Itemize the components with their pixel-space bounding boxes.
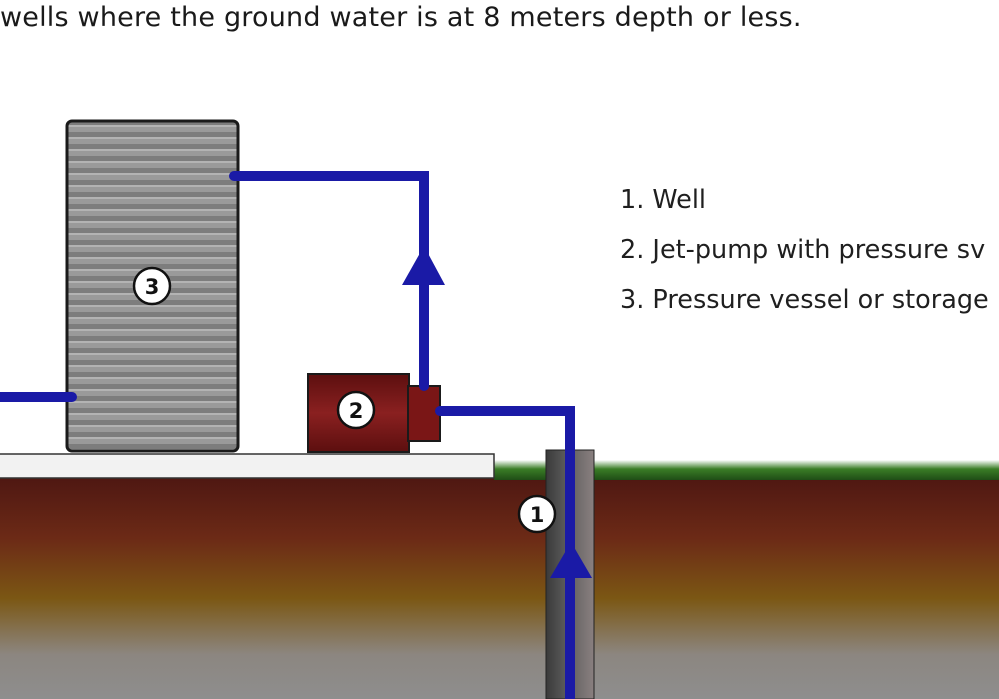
grass-strip (494, 460, 999, 480)
marker-vessel-label: 3 (145, 275, 160, 299)
legend-item-vessel: 3. Pressure vessel or storage (620, 285, 989, 315)
pipe-pump-to-vessel (229, 171, 429, 391)
soil-ground (0, 476, 999, 699)
pump-head (407, 385, 441, 442)
marker-well: 1 (517, 494, 557, 534)
legend: 1. Well 2. Jet-pump with pressure sv 3. … (620, 180, 989, 330)
marker-pump-label: 2 (349, 399, 364, 423)
flow-arrow-riser-icon (402, 246, 445, 285)
legend-item-well: 1. Well (620, 185, 707, 215)
pipe-well-to-pump (435, 406, 575, 699)
concrete-slab (0, 453, 495, 479)
caption-text: wells where the ground water is at 8 met… (0, 2, 802, 33)
pipes (0, 171, 575, 699)
legend-item-pump: 2. Jet-pump with pressure sv (620, 235, 986, 265)
marker-pump: 2 (336, 390, 376, 430)
marker-well-label: 1 (530, 503, 545, 527)
marker-vessel: 3 (132, 266, 172, 306)
flow-arrow-well-icon (550, 542, 592, 578)
